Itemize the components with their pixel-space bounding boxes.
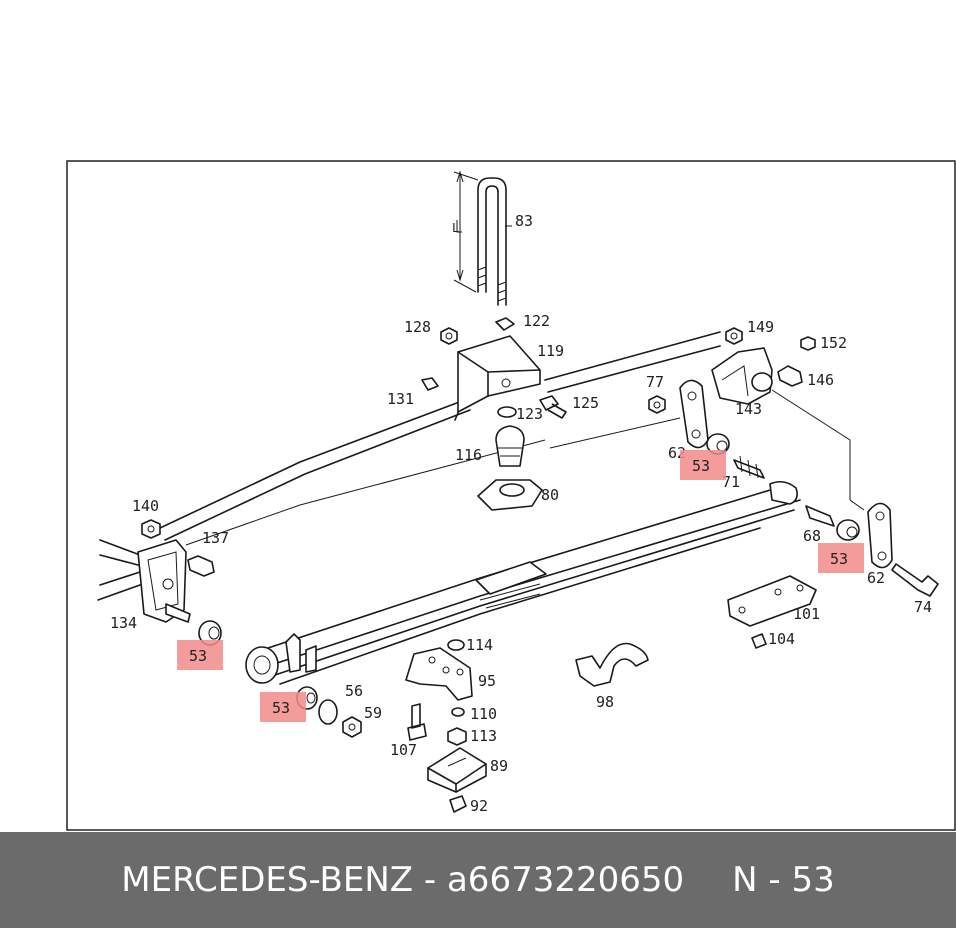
front-hanger-drawing — [137, 539, 191, 623]
bump-stop-drawing — [477, 425, 543, 511]
callout-122: 122 — [523, 312, 550, 330]
highlight-layer: 53 53 53 53 — [177, 450, 864, 722]
callout-83: 83 — [515, 212, 533, 230]
callout-104: 104 — [768, 630, 795, 648]
callout-125: 125 — [572, 394, 599, 412]
callout-98: 98 — [596, 693, 614, 711]
callout-95: 95 — [478, 672, 496, 690]
callout-152: 152 — [820, 334, 847, 352]
callout-62: 62 — [867, 569, 885, 587]
callout-123: 123 — [516, 405, 543, 423]
highlighted-callout-53: 53 — [272, 699, 290, 717]
pad-89-drawing — [427, 747, 487, 793]
callout-134: 134 — [110, 614, 137, 632]
clamp-98-drawing — [575, 642, 649, 687]
callout-114: 114 — [466, 636, 493, 654]
highlight-box-53 — [177, 640, 223, 670]
highlight-box-53 — [818, 543, 864, 573]
parts-diagram: L — [66, 160, 956, 831]
callout-110: 110 — [470, 705, 497, 723]
hardware-small-drawing — [141, 317, 939, 813]
callout-71: 71 — [722, 473, 740, 491]
callout-89: 89 — [490, 757, 508, 775]
highlighted-callout-53: 53 — [189, 647, 207, 665]
callout-68: 68 — [803, 527, 821, 545]
reference-number: N - 53 — [732, 860, 835, 900]
callout-56: 56 — [345, 682, 363, 700]
callout-143: 143 — [735, 400, 762, 418]
callout-101: 101 — [793, 605, 820, 623]
callout-140: 140 — [132, 497, 159, 515]
callout-74: 74 — [914, 598, 932, 616]
chassis-rails-drawing — [97, 331, 721, 601]
bracket-95-drawing — [405, 647, 473, 701]
bracket-119-drawing — [457, 335, 541, 413]
highlighted-callout-53: 53 — [830, 550, 848, 568]
callout-113: 113 — [470, 727, 497, 745]
brand-part-number: MERCEDES-BENZ - a6673220650 — [121, 860, 685, 900]
diagram-frame — [66, 160, 956, 831]
plate-101-drawing — [727, 575, 817, 627]
callout-80: 80 — [541, 486, 559, 504]
dimension-label: L — [452, 221, 459, 235]
u-bolt-drawing — [453, 170, 512, 306]
leaf-spring-drawing — [245, 480, 801, 685]
shackle-drawing — [679, 347, 893, 569]
highlight-box-53 — [680, 450, 726, 480]
footer-bar: MERCEDES-BENZ - a6673220650 N - 53 — [0, 832, 956, 928]
callout-119: 119 — [537, 342, 564, 360]
highlight-box-53 — [260, 692, 306, 722]
callout-116: 116 — [455, 446, 482, 464]
callout-77: 77 — [646, 373, 664, 391]
callout-107: 107 — [390, 741, 417, 759]
highlighted-callout-53: 53 — [692, 457, 710, 475]
callout-92: 92 — [470, 797, 488, 815]
callout-146: 146 — [807, 371, 834, 389]
callout-59: 59 — [364, 704, 382, 722]
callout-131: 131 — [387, 390, 414, 408]
callout-137: 137 — [202, 529, 229, 547]
callout-149: 149 — [747, 318, 774, 336]
callout-128: 128 — [404, 318, 431, 336]
